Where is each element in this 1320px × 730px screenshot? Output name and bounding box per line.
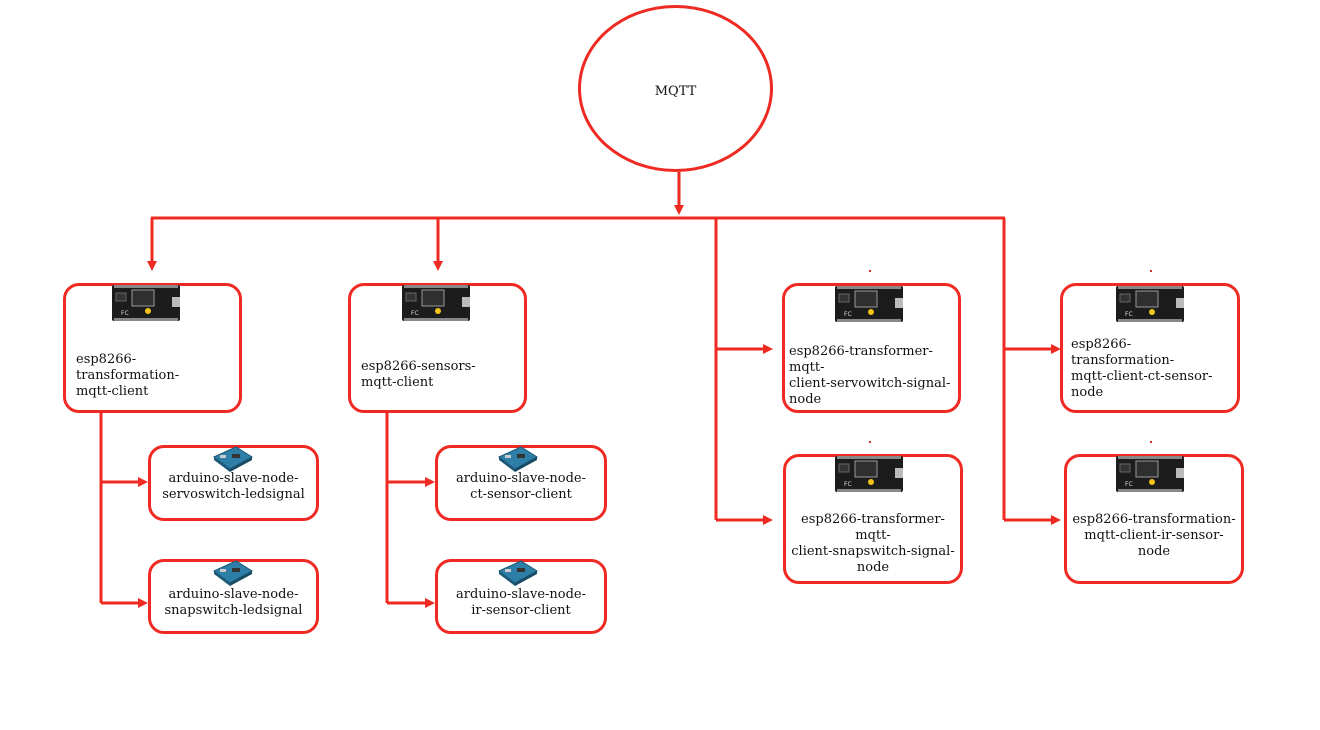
esp8266-board-icon: FC [1116,286,1184,322]
svg-text:FC: FC [844,481,852,488]
esp8266-board-icon: FC [1116,456,1184,492]
node-esp8266-ir-sensor: esp8266-transformation- mqtt-client-ir-s… [1064,454,1244,584]
esp8266-board-icon: FC [835,286,903,322]
node-label: arduino-slave-node- ir-sensor-client [455,587,587,618]
arduino-board-icon [498,446,538,472]
node-label: esp8266-transformation- mqtt-client-ct-s… [1071,337,1213,400]
node-label: esp8266-transformation- mqtt-client [76,352,180,399]
node-arduino-ir-sensor-client: arduino-slave-node- ir-sensor-client [435,559,607,634]
node-label: esp8266-transformation- mqtt-client-ir-s… [1072,512,1236,559]
marker-dot [1150,270,1152,272]
node-label: esp8266-transformer-mqtt- client-snapswi… [791,512,955,575]
svg-text:FC: FC [121,310,129,317]
mqtt-broker-label: MQTT [654,84,697,99]
node-label: arduino-slave-node- ct-sensor-client [455,471,587,502]
marker-dot [869,270,871,272]
arduino-board-icon [213,446,253,472]
marker-dot [869,441,871,443]
node-label: esp8266-sensors- mqtt-client [361,359,476,390]
node-label: arduino-slave-node- servoswitch-ledsigna… [162,471,305,502]
node-label: esp8266-transformer-mqtt- client-servowi… [789,344,951,407]
svg-text:FC: FC [1125,311,1133,318]
arduino-board-icon [498,560,538,586]
node-esp8266-transformation-mqtt-client: esp8266-transformation- mqtt-client [63,283,242,413]
node-label: arduino-slave-node- snapswitch-ledsignal [164,587,303,618]
esp8266-board-icon: FC [835,456,903,492]
svg-text:FC: FC [844,311,852,318]
esp8266-board-icon: FC [112,285,180,321]
esp8266-board-icon: FC [402,285,470,321]
svg-text:FC: FC [411,310,419,317]
node-esp8266-servoswitch-signal: esp8266-transformer-mqtt- client-servowi… [782,283,961,413]
mqtt-broker-node: MQTT [578,5,773,172]
marker-dot [1150,441,1152,443]
arduino-board-icon [213,560,253,586]
svg-text:FC: FC [1125,481,1133,488]
